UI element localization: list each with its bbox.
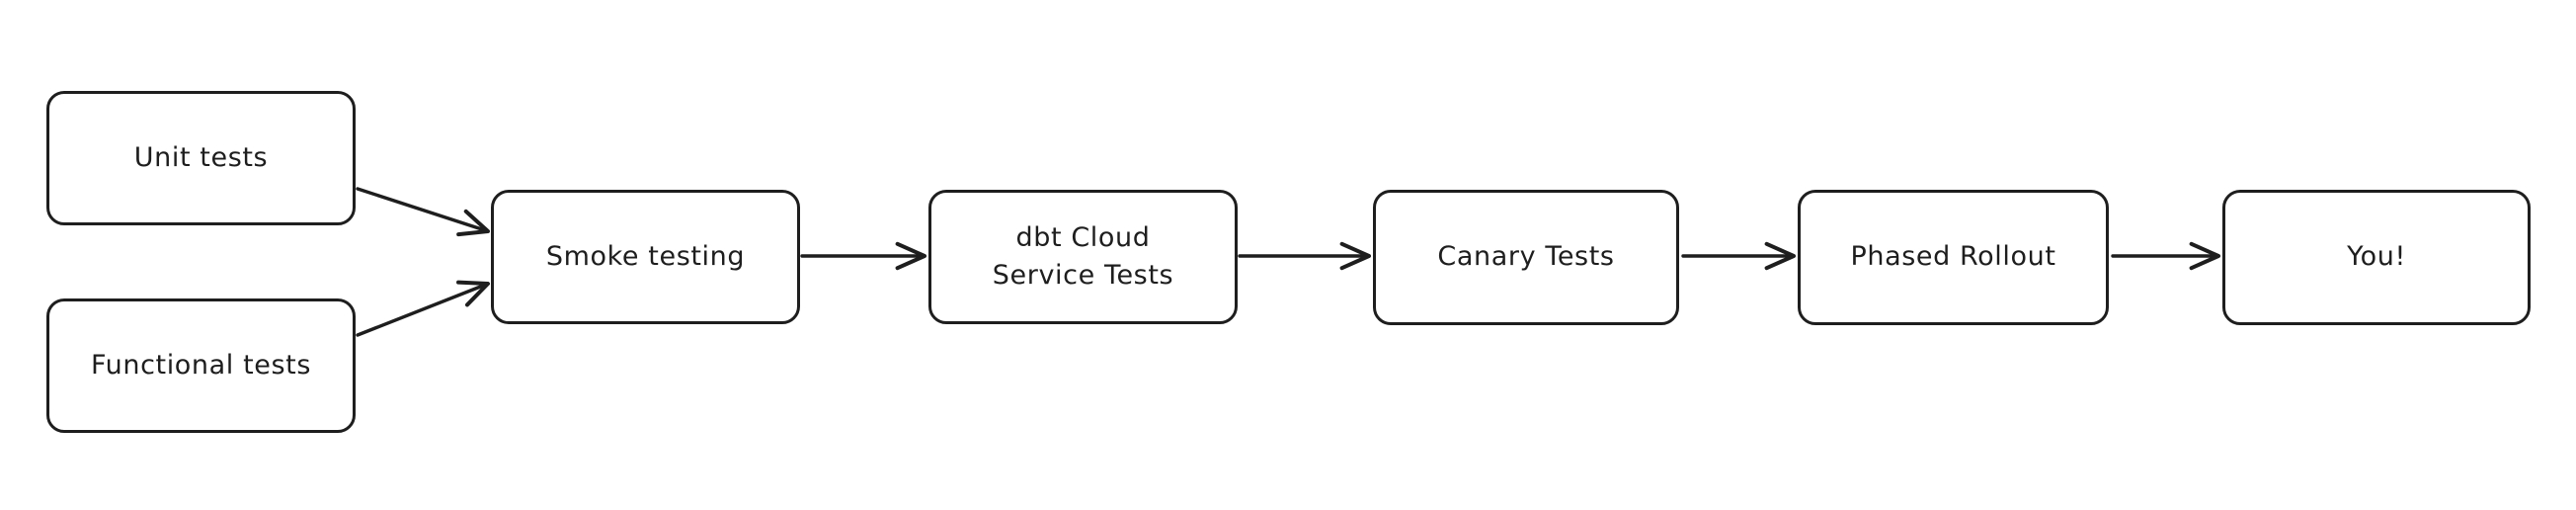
node-label-you: You! [2347,241,2406,273]
edge-arrowhead-icon [1764,241,1796,271]
edge-smoke-to-dbt [800,241,926,271]
edge-phased-to-you [2111,241,2220,271]
edge-shaft [356,187,490,233]
edge-unit-to-smoke [356,187,490,237]
edge-arrowhead-icon [456,209,490,237]
edge-arrowhead-icon [895,241,926,271]
edge-arrowhead-icon [456,280,490,307]
node-label-phased-rollout: Phased Rollout [1850,241,2056,273]
node-label-dbt-cloud-service-tests: dbt Cloud Service Tests [992,221,1174,291]
edge-arrowhead-icon [2189,241,2220,271]
node-unit-tests[interactable]: Unit tests [46,91,356,225]
node-dbt-cloud-service-tests[interactable]: dbt Cloud Service Tests [928,190,1238,324]
edge-arrowhead-icon [1339,241,1371,271]
node-label-unit-tests: Unit tests [133,141,269,173]
edge-canary-to-phased [1681,241,1796,271]
node-phased-rollout[interactable]: Phased Rollout [1798,190,2109,325]
node-you[interactable]: You! [2222,190,2531,325]
edge-functional-to-smoke [356,280,490,337]
node-canary-tests[interactable]: Canary Tests [1373,190,1679,325]
node-label-functional-tests: Functional tests [91,349,311,381]
node-label-canary-tests: Canary Tests [1437,241,1615,273]
edge-shaft [356,282,490,337]
node-label-smoke-testing: Smoke testing [545,240,746,272]
edge-dbt-to-canary [1238,241,1371,271]
node-smoke-testing[interactable]: Smoke testing [491,190,800,324]
node-functional-tests[interactable]: Functional tests [46,298,356,433]
